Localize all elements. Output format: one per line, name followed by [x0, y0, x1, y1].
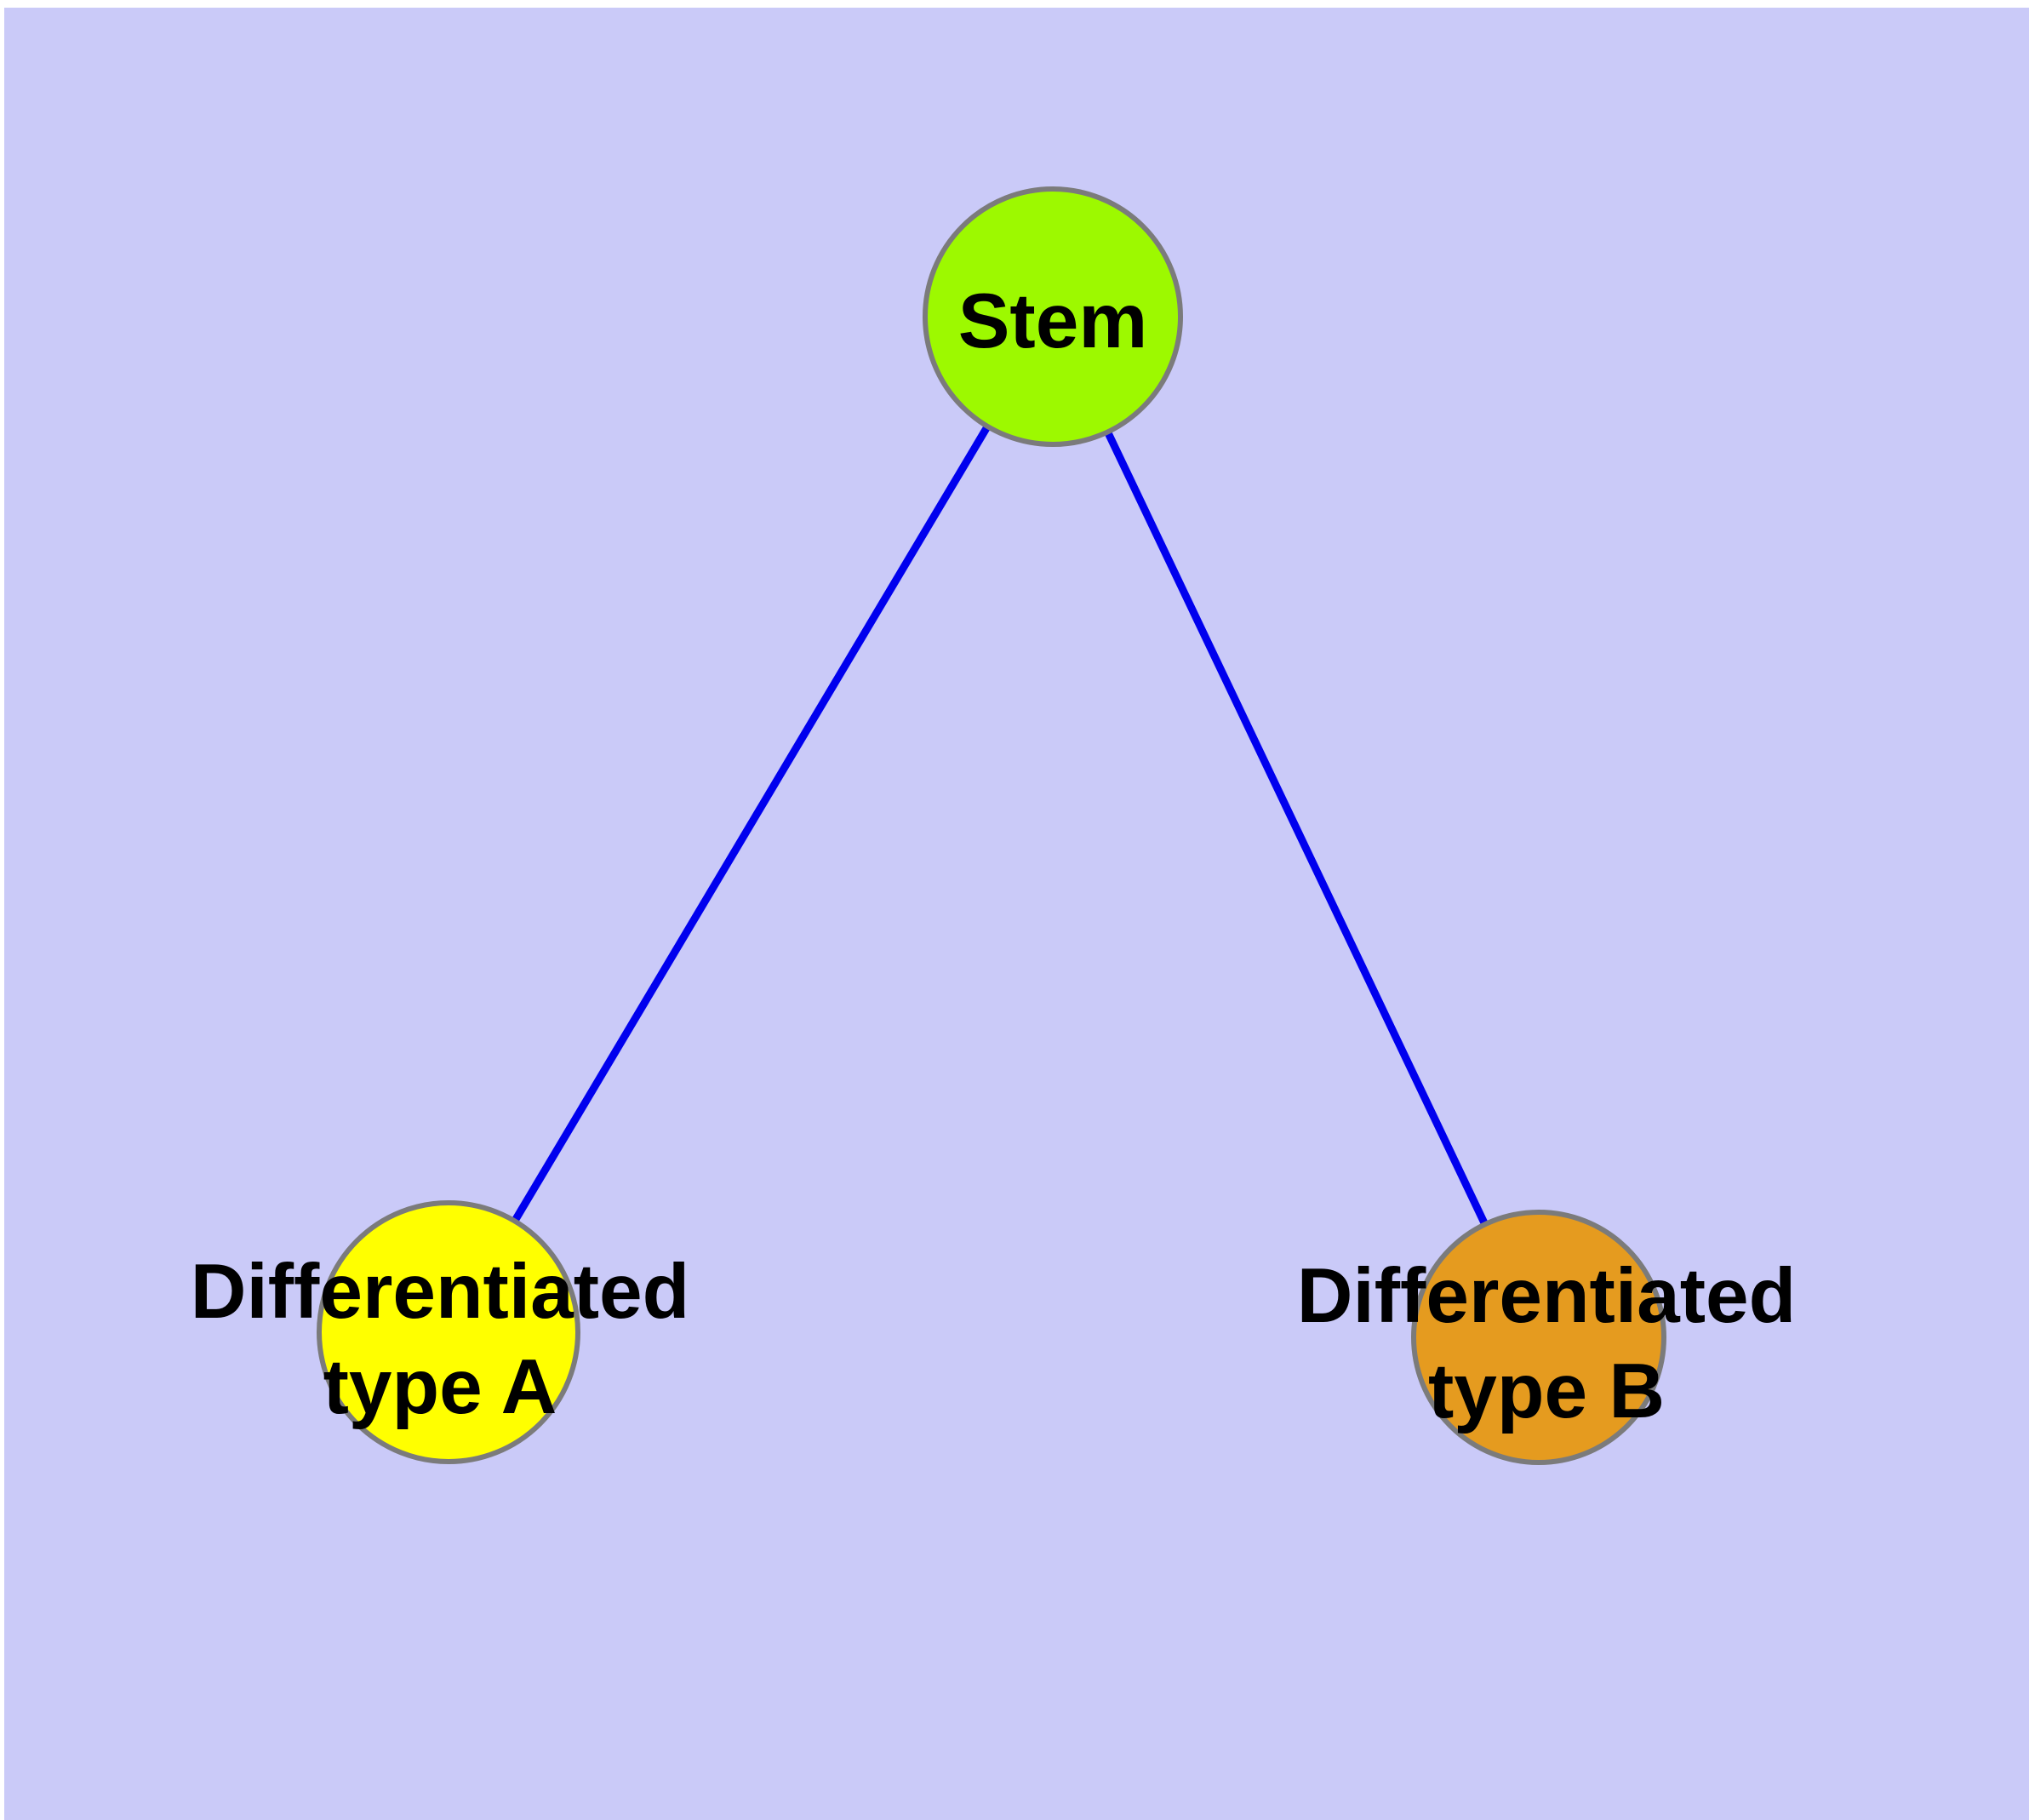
node-type-b: [1411, 1210, 1666, 1465]
node-stem-label: Stem: [958, 278, 1148, 364]
edge-stem-to-type-b: [1049, 315, 1543, 1339]
node-type-b-label-line1: Differentiated: [1297, 1253, 1797, 1339]
node-stem: [923, 186, 1183, 447]
node-type-a: [317, 1200, 580, 1464]
node-type-a-label-line1: Differentiated: [191, 1249, 690, 1335]
edge-group: [445, 314, 1543, 1339]
node-type-a-label-line2: type A: [323, 1344, 557, 1430]
edge-stem-to-type-a: [445, 314, 1056, 1335]
node-type-b-label-line2: type B: [1428, 1348, 1665, 1434]
